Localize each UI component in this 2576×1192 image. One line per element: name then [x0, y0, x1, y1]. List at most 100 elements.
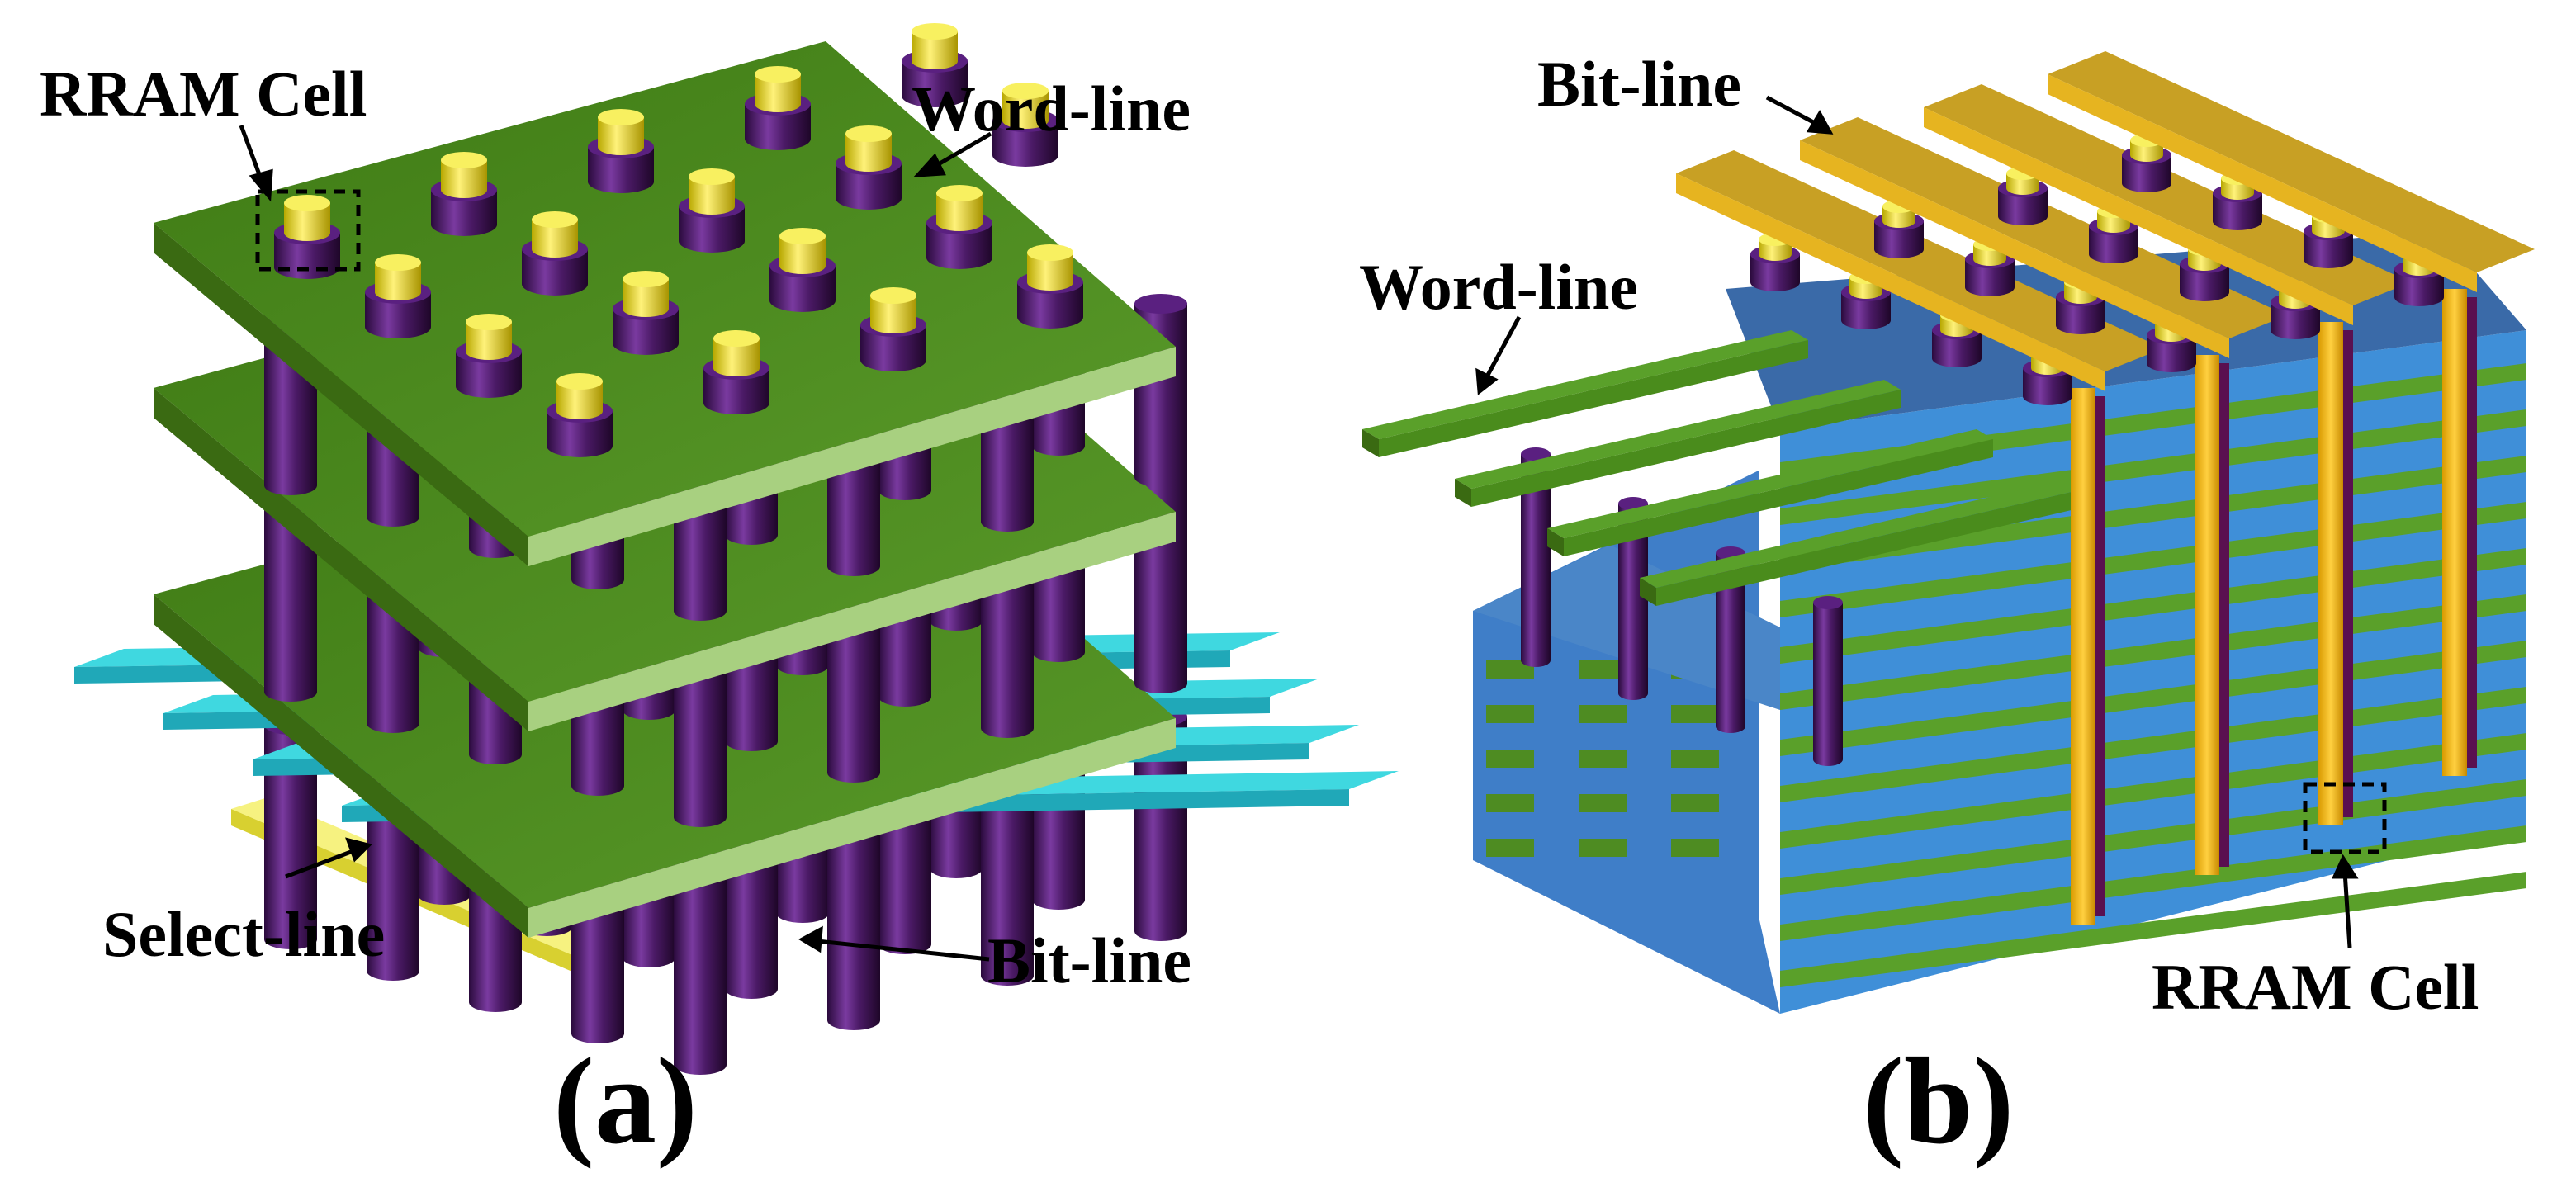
mid-pillar-top [1134, 294, 1187, 314]
rram-cell-cap-top [1002, 83, 1049, 99]
word-line-front [1564, 439, 1993, 556]
lower-pillar-bottom [469, 992, 522, 1012]
rram-cell-base-bottom [456, 375, 522, 398]
rram-cell-cap [623, 271, 669, 317]
rram-cell-cap-top [441, 152, 487, 168]
lower-pillar-bottom [571, 1024, 624, 1043]
rram-cell-cap [689, 168, 735, 215]
b-leader-arrows [1475, 95, 2359, 948]
bit-line-column-edge [2095, 396, 2105, 916]
word-line-end [1455, 479, 1471, 507]
a-rram-cell-highlight-box [255, 189, 361, 272]
rram-cell-cap [912, 23, 958, 69]
mid-pillar-bottom [725, 525, 778, 545]
b-rram-cell-label: RRAM Cell [2152, 951, 2479, 1023]
b-rram-cell-highlight-box [2303, 782, 2387, 854]
rram-cell-cap [532, 211, 578, 258]
rram-cell-base [2394, 260, 2444, 306]
rram-cell-base-bottom [2122, 174, 2171, 192]
bit-line-column-edge [2467, 297, 2477, 768]
b-caption: (b) [1863, 1033, 2014, 1170]
rram-cell-cap-bottom [1849, 286, 1882, 299]
rram-cell-cap-bottom [2130, 149, 2163, 162]
word-line-top [1455, 380, 1901, 489]
rram-cell-base-bottom [1998, 207, 2048, 225]
rram-cell-cap-bottom [284, 225, 330, 241]
lower-pillar-bottom [981, 966, 1034, 986]
bit-line-side [2048, 74, 2477, 292]
rram-cell-base-bottom [860, 348, 926, 371]
word-line-front [1471, 390, 1901, 507]
word-line-pillar-bottom [1521, 654, 1551, 667]
word-line-sheet-side [154, 388, 528, 731]
mid-pillar-bottom [981, 718, 1034, 738]
mid-pillar-bottom [776, 655, 829, 675]
word-line-end [1640, 578, 1656, 606]
rram-cell-base-bottom [2213, 212, 2262, 230]
rram-cell-cap [1759, 233, 1792, 261]
rram-cell-cap [441, 152, 487, 198]
lower-pillar-bottom [623, 948, 675, 967]
rram-cell-cap [870, 287, 916, 333]
block-green-dash [1486, 794, 1534, 812]
rram-cell-base [2213, 184, 2262, 230]
mid-pillar-bottom [367, 713, 419, 733]
word-line-sheet-front [528, 347, 1176, 566]
word-line-sheet-side [154, 223, 528, 566]
word-line-sheet-side [154, 594, 528, 938]
bit-line-top [1676, 150, 2163, 371]
rram-cell-base-bottom [1841, 311, 1891, 329]
bit-line-column [2195, 355, 2219, 875]
mid-pillar-bottom [674, 807, 727, 827]
rram-cell-base-bottom [926, 246, 992, 269]
rram-cell-cap [713, 330, 760, 376]
panel-a: RRAM Cell Word-line Select-line Bit-line… [40, 23, 1399, 1170]
rram-cell-base-bottom [613, 332, 679, 355]
mid-pillar-bottom [623, 700, 675, 720]
b-word-lines [1362, 330, 2086, 766]
rram-cell-cap-bottom [870, 317, 916, 333]
rram-cell-base-bottom [769, 289, 836, 312]
a-word-line-label: Word-line [912, 73, 1191, 144]
panel-b: Bit-line Word-line RRAM Cell (b) [1359, 48, 2535, 1170]
b-bit-lines [1676, 51, 2535, 925]
rram-cell-base-bottom [992, 144, 1058, 167]
word-line-pillar [1813, 596, 1843, 766]
word-line-pillar-bottom [1618, 687, 1648, 700]
rram-cell-cap-top [1027, 244, 1073, 261]
mid-pillar-bottom [878, 480, 931, 500]
b-word-line-label: Word-line [1359, 251, 1638, 323]
lower-pillar-bottom [264, 929, 317, 949]
word-line-pillar-top [1813, 596, 1843, 609]
rram-cell-cap-bottom [779, 258, 826, 274]
word-line-top [1362, 330, 1808, 439]
rram-cell-base [745, 92, 811, 150]
lower-pillar-bottom [674, 1055, 727, 1075]
word-line-top [1547, 429, 1993, 538]
mid-pillar-bottom [367, 507, 419, 527]
block-green-dash [1671, 750, 1719, 768]
lower-pillar-bottom [827, 1010, 880, 1030]
rram-cell-cap [375, 254, 421, 300]
rram-cell-base-bottom [1874, 240, 1924, 258]
rram-cell-cap-bottom [2064, 291, 2097, 304]
a-rram-cell-label: RRAM Cell [40, 58, 367, 130]
rram-cell-cap-top [912, 23, 958, 40]
rram-cell-cap-bottom [623, 300, 669, 317]
rram-cell-base-bottom [1932, 349, 1982, 367]
rram-cell-cap-top [870, 287, 916, 304]
bit-line-column [2071, 388, 2095, 925]
mid-pillar-bottom [725, 731, 778, 751]
block-green-dash [1579, 839, 1627, 857]
rram-cell-cap-top [556, 373, 603, 390]
rram-cell-cap-bottom [2221, 187, 2254, 200]
rram-cell-base-bottom [1750, 273, 1800, 291]
rram-cell-cap [779, 228, 826, 274]
rram-cell-cap-bottom [912, 53, 958, 69]
rram-cell-cap-bottom [1759, 248, 1792, 261]
rram-cell-cap-bottom [755, 96, 801, 112]
rram-cell-cap-top [623, 271, 669, 287]
mid-pillar-bottom [930, 611, 983, 631]
bit-line-top [1924, 84, 2411, 305]
